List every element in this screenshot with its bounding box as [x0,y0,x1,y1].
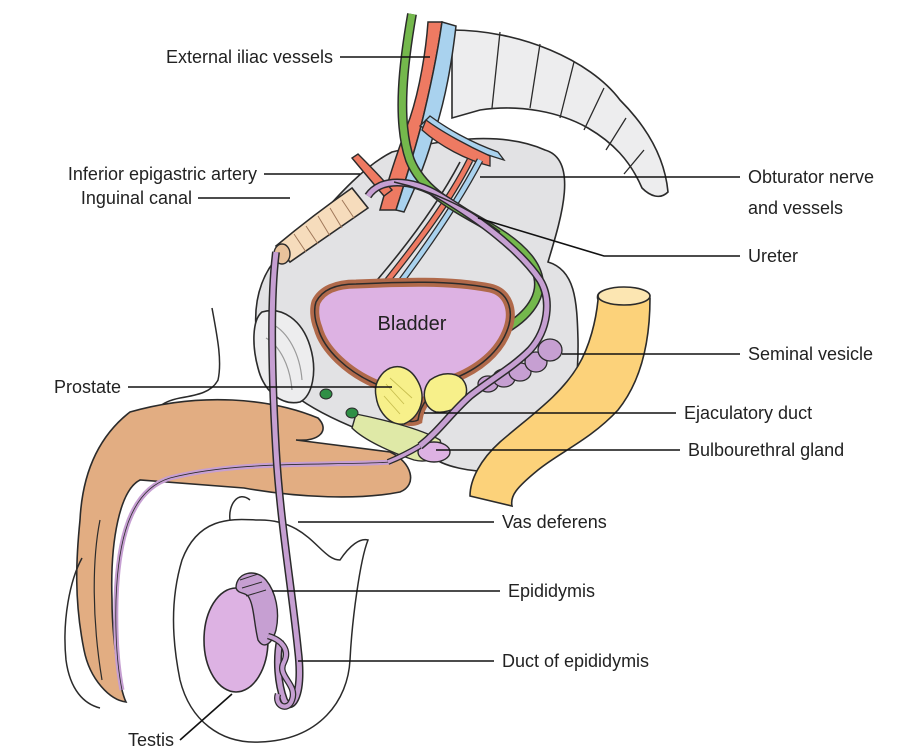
label-testis: Testis [128,730,174,748]
label-and-vessels: and vessels [748,198,843,218]
label-inferior-epigastric-artery: Inferior epigastric artery [68,164,257,184]
label-bulbourethral-gland: Bulbourethral gland [688,440,844,460]
label-vas-deferens: Vas deferens [502,512,607,532]
duct-of-epididymis [268,636,293,707]
label-bladder: Bladder [378,313,447,335]
label-seminal-vesicle: Seminal vesicle [748,344,873,364]
label-ejaculatory-duct: Ejaculatory duct [684,403,812,423]
label-inguinal-canal: Inguinal canal [81,188,192,208]
label-ureter: Ureter [748,246,798,266]
label-external-iliac-vessels: External iliac vessels [166,47,333,67]
label-duct-of-epididymis: Duct of epididymis [502,651,649,671]
label-epididymis: Epididymis [508,581,595,601]
label-prostate: Prostate [54,377,121,397]
label-obturator-nerve: Obturator nerve [748,167,874,187]
